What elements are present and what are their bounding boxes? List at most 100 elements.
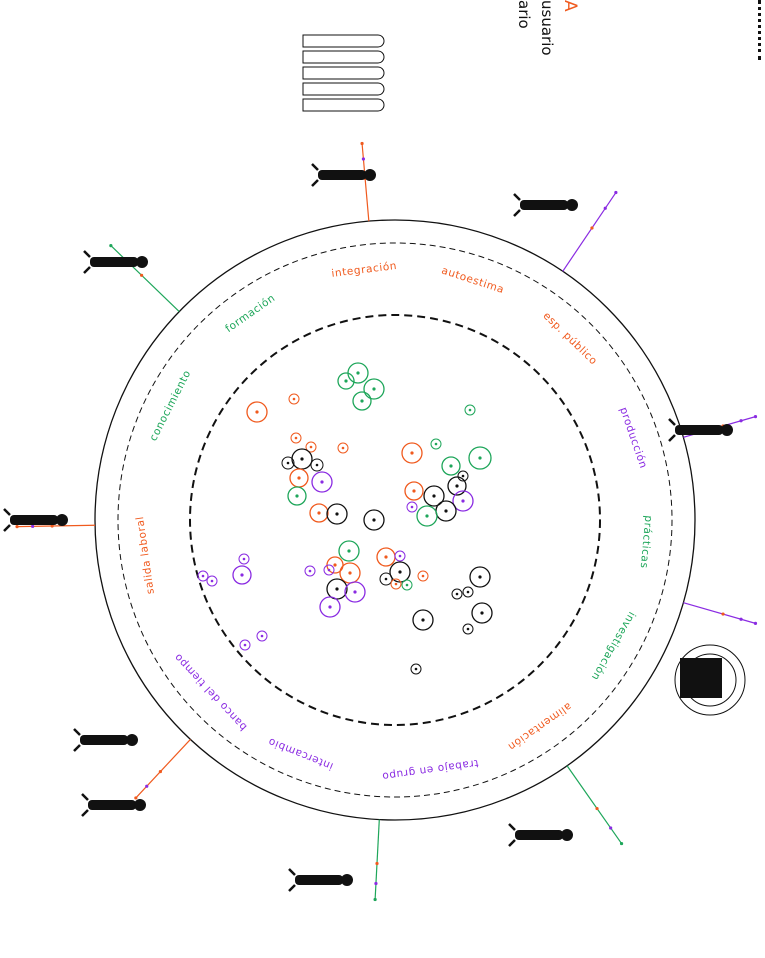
spoke-dot [109,244,113,248]
body-silhouette [520,200,568,210]
person-outline [302,82,385,96]
node-dot [240,573,244,577]
node-dot [425,514,429,518]
spoke-line [17,524,96,528]
node-dot [317,511,321,515]
corner-caption-line2: ario [515,0,533,29]
node-dot [372,387,376,391]
node-circle [310,458,324,472]
head-silhouette [134,799,146,811]
node-dot [333,563,337,567]
node-dot [434,442,438,446]
node-circle [447,476,467,496]
node-circle [464,404,476,416]
node-circle [287,486,307,506]
node-dot [341,446,345,450]
node-circle [337,372,355,390]
node-circle [390,578,402,590]
spoke-dot [603,206,607,210]
node-circle [401,579,413,591]
limb-silhouette [83,250,91,274]
spoke-dot [374,881,378,886]
people-silhouette [680,658,722,698]
body-silhouette [90,257,138,267]
spoke-dot [739,617,743,621]
node-circle [311,471,333,493]
head-silhouette [136,256,148,268]
limb-silhouette [73,728,81,752]
spoke-line [562,192,617,272]
spoke-dot [590,226,594,230]
node-dot [308,569,312,573]
node-circle [451,588,463,600]
limb-silhouette [513,193,521,217]
node-dot [360,399,364,403]
node-dot [432,494,436,498]
head-silhouette [561,829,573,841]
node-circle [471,602,493,624]
circle-outline [674,644,746,716]
node-dot [255,410,259,414]
sector-label: investigación [589,609,638,682]
spoke-dot [373,897,377,902]
node-circle [323,564,335,576]
sector-label: autoestima [440,265,506,297]
sector-label: intercambio [266,735,335,772]
body-silhouette [10,515,58,525]
body-silhouette [80,735,128,745]
spoke-line [361,143,370,222]
node-dot [320,480,324,484]
person-outline [302,50,385,64]
group-people-icon [302,34,385,112]
head-silhouette [56,514,68,526]
node-dot [455,592,459,596]
node-circle [394,550,406,562]
node-circle [352,391,372,411]
node-dot [297,476,301,480]
spoke-dot [609,826,613,830]
node-circle [338,540,360,562]
node-dot [398,554,402,558]
node-circle [363,509,385,531]
node-circle [406,501,418,513]
people-in-circle-icon [674,644,746,716]
node-dot [466,590,470,594]
node-dot [315,463,319,467]
node-dot [410,451,414,455]
person-outline [302,34,385,48]
node-dot [335,587,339,591]
dashed-ring [117,242,673,798]
spoke-dot [614,190,618,195]
walking-person-icon [311,163,376,187]
node-circle [379,572,393,586]
person-at-table-icon [81,793,146,817]
node-circle [304,565,316,577]
sector-label: formación [223,292,277,335]
corner-caption-line1: usuario [538,0,556,56]
person-outline [302,66,385,80]
node-circle [326,503,348,525]
limb-silhouette [81,793,89,817]
node-dot [466,627,470,631]
spoke-line [110,245,180,313]
people-exercising-icon [83,250,148,274]
spoke-dot [158,769,162,774]
spoke-dot [375,861,379,866]
node-circle [281,456,295,470]
node-circle [232,565,252,585]
node-circle [238,553,250,565]
node-circle [468,446,492,470]
node-circle [344,581,366,603]
node-dot [412,489,416,493]
node-dot [260,634,264,638]
spoke-dot [134,796,138,800]
node-circle [197,570,209,582]
node-dot [243,643,247,647]
person-sitting-icon [73,728,138,752]
spoke-dot [753,415,758,419]
head-silhouette [721,424,733,436]
sector-label: prácticas [638,515,655,569]
node-dot [394,582,398,586]
